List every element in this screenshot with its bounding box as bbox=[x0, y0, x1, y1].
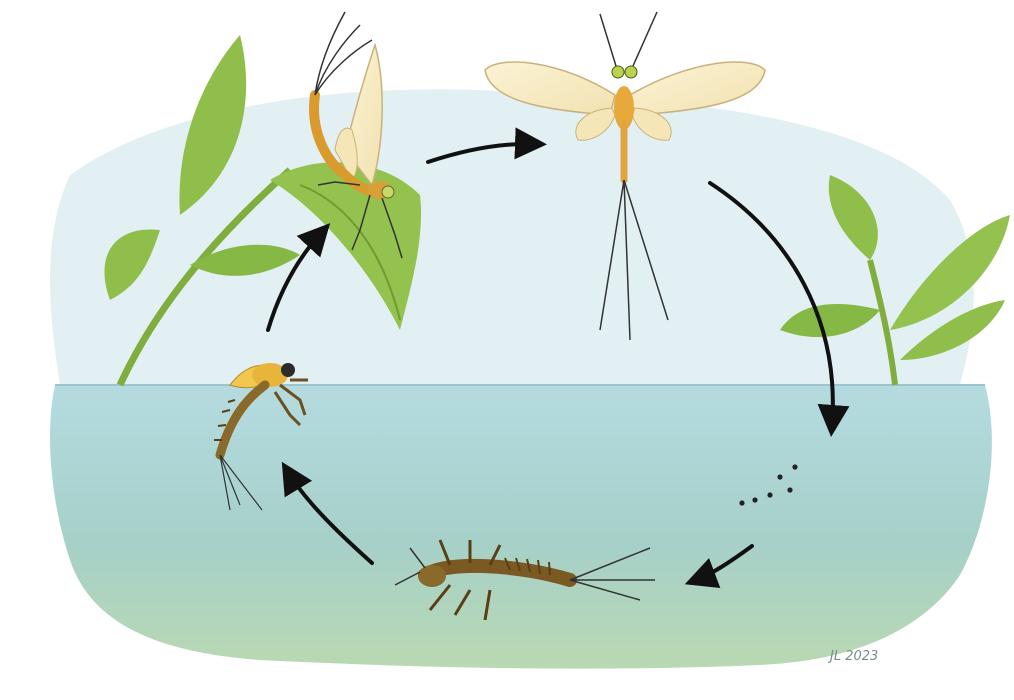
artist-signature: JL 2023 bbox=[827, 649, 878, 664]
water-pond bbox=[50, 385, 992, 669]
